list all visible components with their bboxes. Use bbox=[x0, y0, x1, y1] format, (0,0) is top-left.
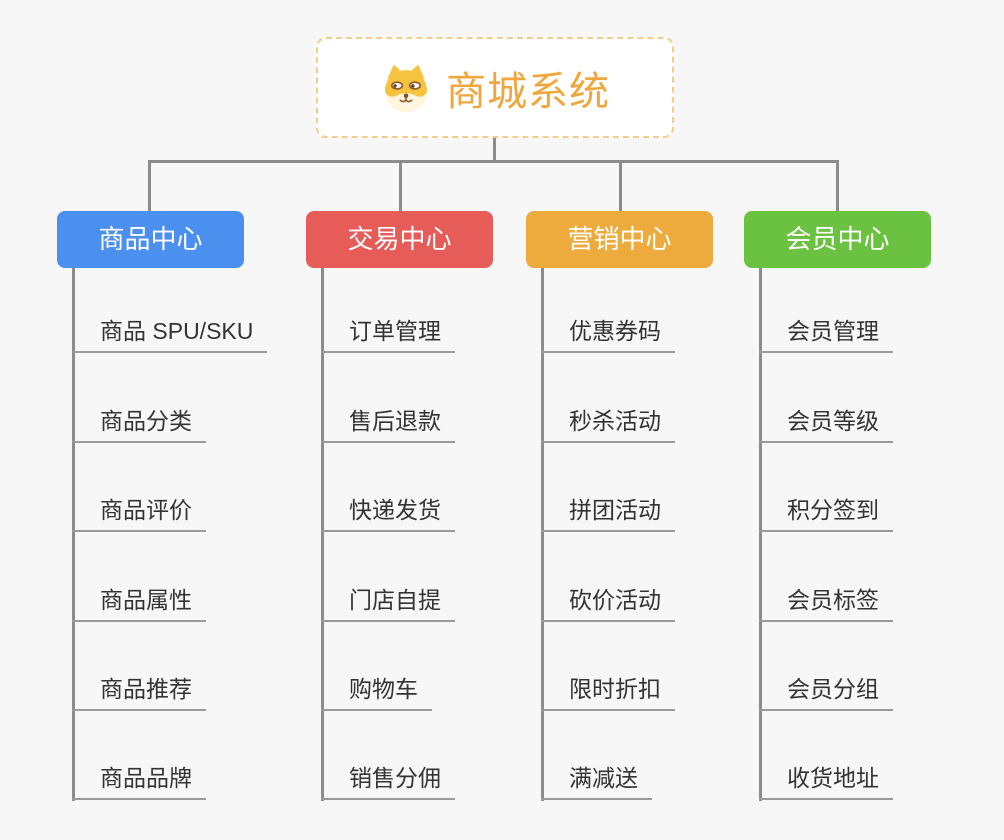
connector-root-drop bbox=[493, 138, 496, 162]
leaf-node[interactable]: 商品 SPU/SKU bbox=[72, 317, 268, 353]
leaf-node[interactable]: 快递发货 bbox=[321, 496, 455, 532]
leaf-node[interactable]: 商品分类 bbox=[72, 407, 206, 443]
leaf-node[interactable]: 商品品牌 bbox=[72, 764, 206, 800]
root-node[interactable]: 商城系统 bbox=[316, 37, 674, 138]
leaf-node[interactable]: 会员分组 bbox=[759, 675, 893, 711]
connector-branch-spine bbox=[321, 268, 324, 801]
leaf-node[interactable]: 限时折扣 bbox=[541, 675, 675, 711]
connector-branch-spine bbox=[541, 268, 544, 801]
root-title: 商城系统 bbox=[446, 69, 610, 114]
leaf-node[interactable]: 门店自提 bbox=[321, 586, 455, 622]
leaf-node[interactable]: 满减送 bbox=[541, 764, 652, 800]
connector-branch-drop bbox=[148, 160, 151, 212]
connector-branch-drop bbox=[619, 160, 622, 212]
leaf-node[interactable]: 售后退款 bbox=[321, 407, 455, 443]
leaf-node[interactable]: 砍价活动 bbox=[541, 586, 675, 622]
leaf-node[interactable]: 积分签到 bbox=[759, 496, 893, 532]
leaf-node[interactable]: 拼团活动 bbox=[541, 496, 675, 532]
connector-branch-drop bbox=[399, 160, 402, 212]
connector-branch-spine bbox=[72, 268, 75, 801]
leaf-node[interactable]: 会员标签 bbox=[759, 586, 893, 622]
leaf-node[interactable]: 商品推荐 bbox=[72, 675, 206, 711]
branch-marketing-center[interactable]: 营销中心 bbox=[526, 211, 713, 268]
leaf-node[interactable]: 会员管理 bbox=[759, 317, 893, 353]
leaf-node[interactable]: 会员等级 bbox=[759, 407, 893, 443]
leaf-node[interactable]: 商品评价 bbox=[72, 496, 206, 532]
leaf-node[interactable]: 收货地址 bbox=[759, 764, 893, 800]
connector-branch-spine bbox=[759, 268, 762, 801]
connector-branch-drop bbox=[836, 160, 839, 212]
dog-face-icon bbox=[380, 62, 432, 114]
leaf-node[interactable]: 商品属性 bbox=[72, 586, 206, 622]
branch-product-center[interactable]: 商品中心 bbox=[57, 211, 244, 268]
connector-rail bbox=[148, 160, 839, 163]
leaf-node[interactable]: 购物车 bbox=[321, 675, 432, 711]
leaf-node[interactable]: 销售分佣 bbox=[321, 764, 455, 800]
leaf-node[interactable]: 订单管理 bbox=[321, 317, 455, 353]
branch-trade-center[interactable]: 交易中心 bbox=[306, 211, 493, 268]
leaf-node[interactable]: 秒杀活动 bbox=[541, 407, 675, 443]
branch-member-center[interactable]: 会员中心 bbox=[744, 211, 931, 268]
leaf-node[interactable]: 优惠券码 bbox=[541, 317, 675, 353]
